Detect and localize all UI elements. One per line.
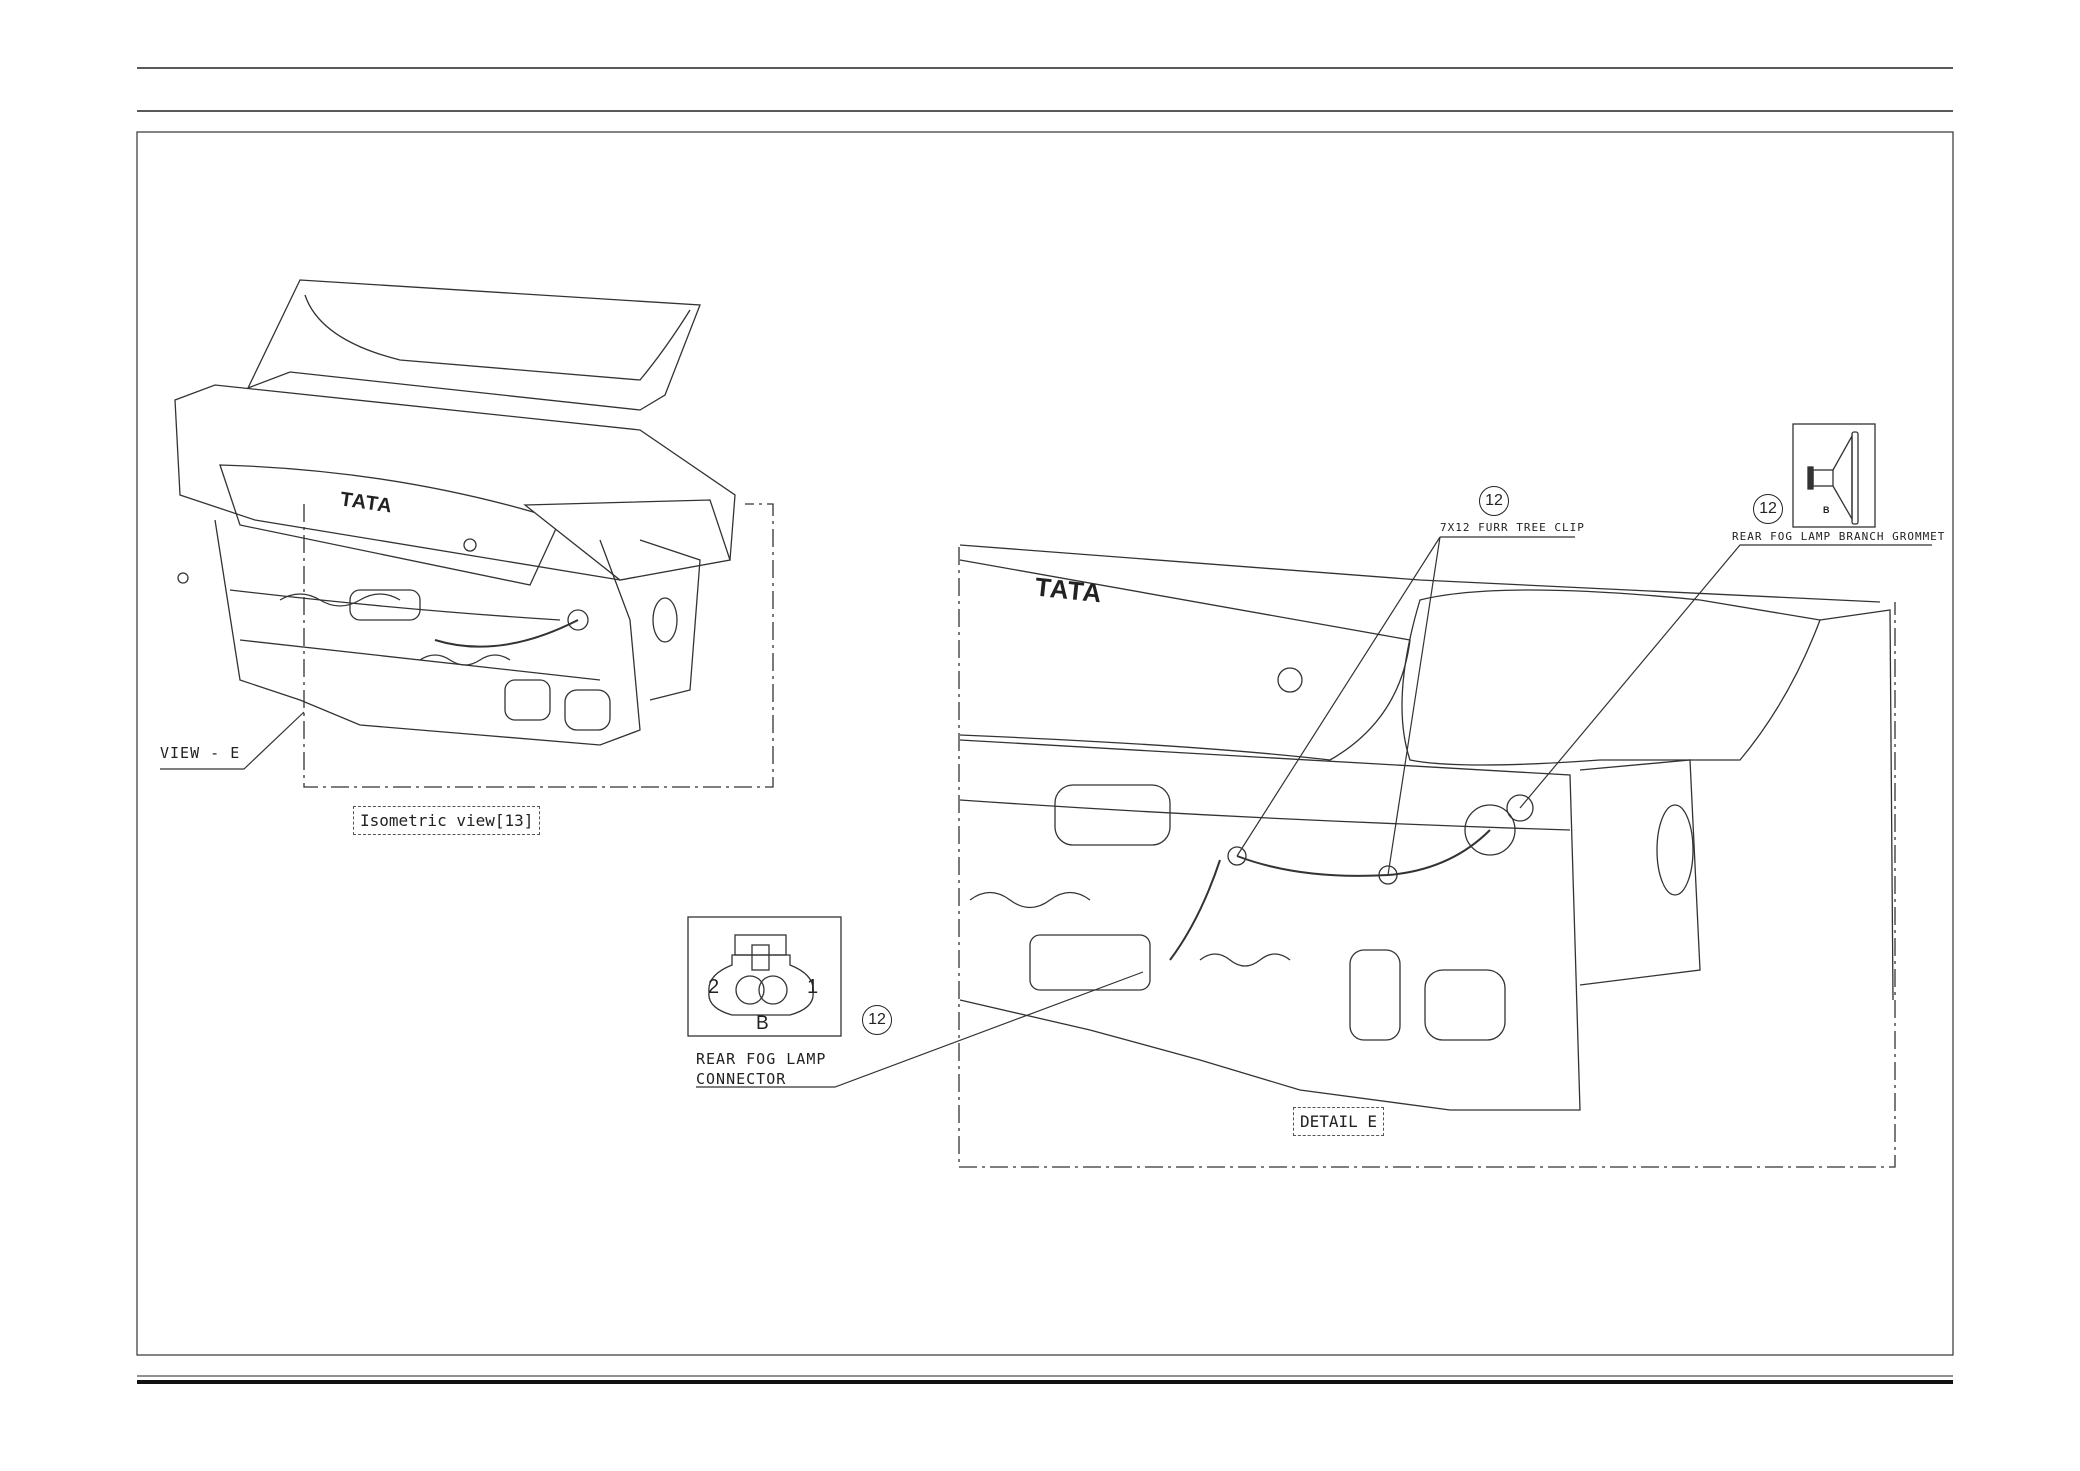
isometric-car-rear-drawing [174,279,736,746]
grommet-label: REAR FOG LAMP BRANCH GROMMET [1732,530,1946,543]
isometric-view-caption: Isometric view[13] [353,806,541,835]
grommet-key-letter: B [1823,505,1831,515]
detail-e-boundary [958,547,1896,1168]
sheet-frame [136,131,1954,1356]
detail-e-car-rear-drawing [959,544,1894,1111]
detail-e-caption: DETAIL E [1293,1107,1385,1136]
connector-pin-2: 2 [708,976,721,998]
grommet-leader [1519,544,1932,809]
clip-leader-2 [1387,536,1441,876]
connector-label-line1: REAR FOG LAMP [696,1050,827,1068]
connector-item-number: 12 [862,1005,892,1035]
clip-label: 7X12 FURR TREE CLIP [1440,521,1585,534]
clip-leader-1 [1236,536,1441,857]
view-e-label: VIEW - E [160,744,241,762]
clip-item-number: 12 [1479,486,1509,516]
view-e-leader [160,711,305,770]
connector-illustration [687,916,842,1037]
connector-label-line2: CONNECTOR [696,1070,787,1088]
view-e-boundary [303,503,774,788]
connector-leader [696,971,1144,1088]
connector-pin-1: 1 [807,976,820,998]
grommet-item-number: 12 [1753,494,1783,524]
connector-key-letter: B [756,1013,770,1034]
grommet-illustration [1792,423,1876,528]
